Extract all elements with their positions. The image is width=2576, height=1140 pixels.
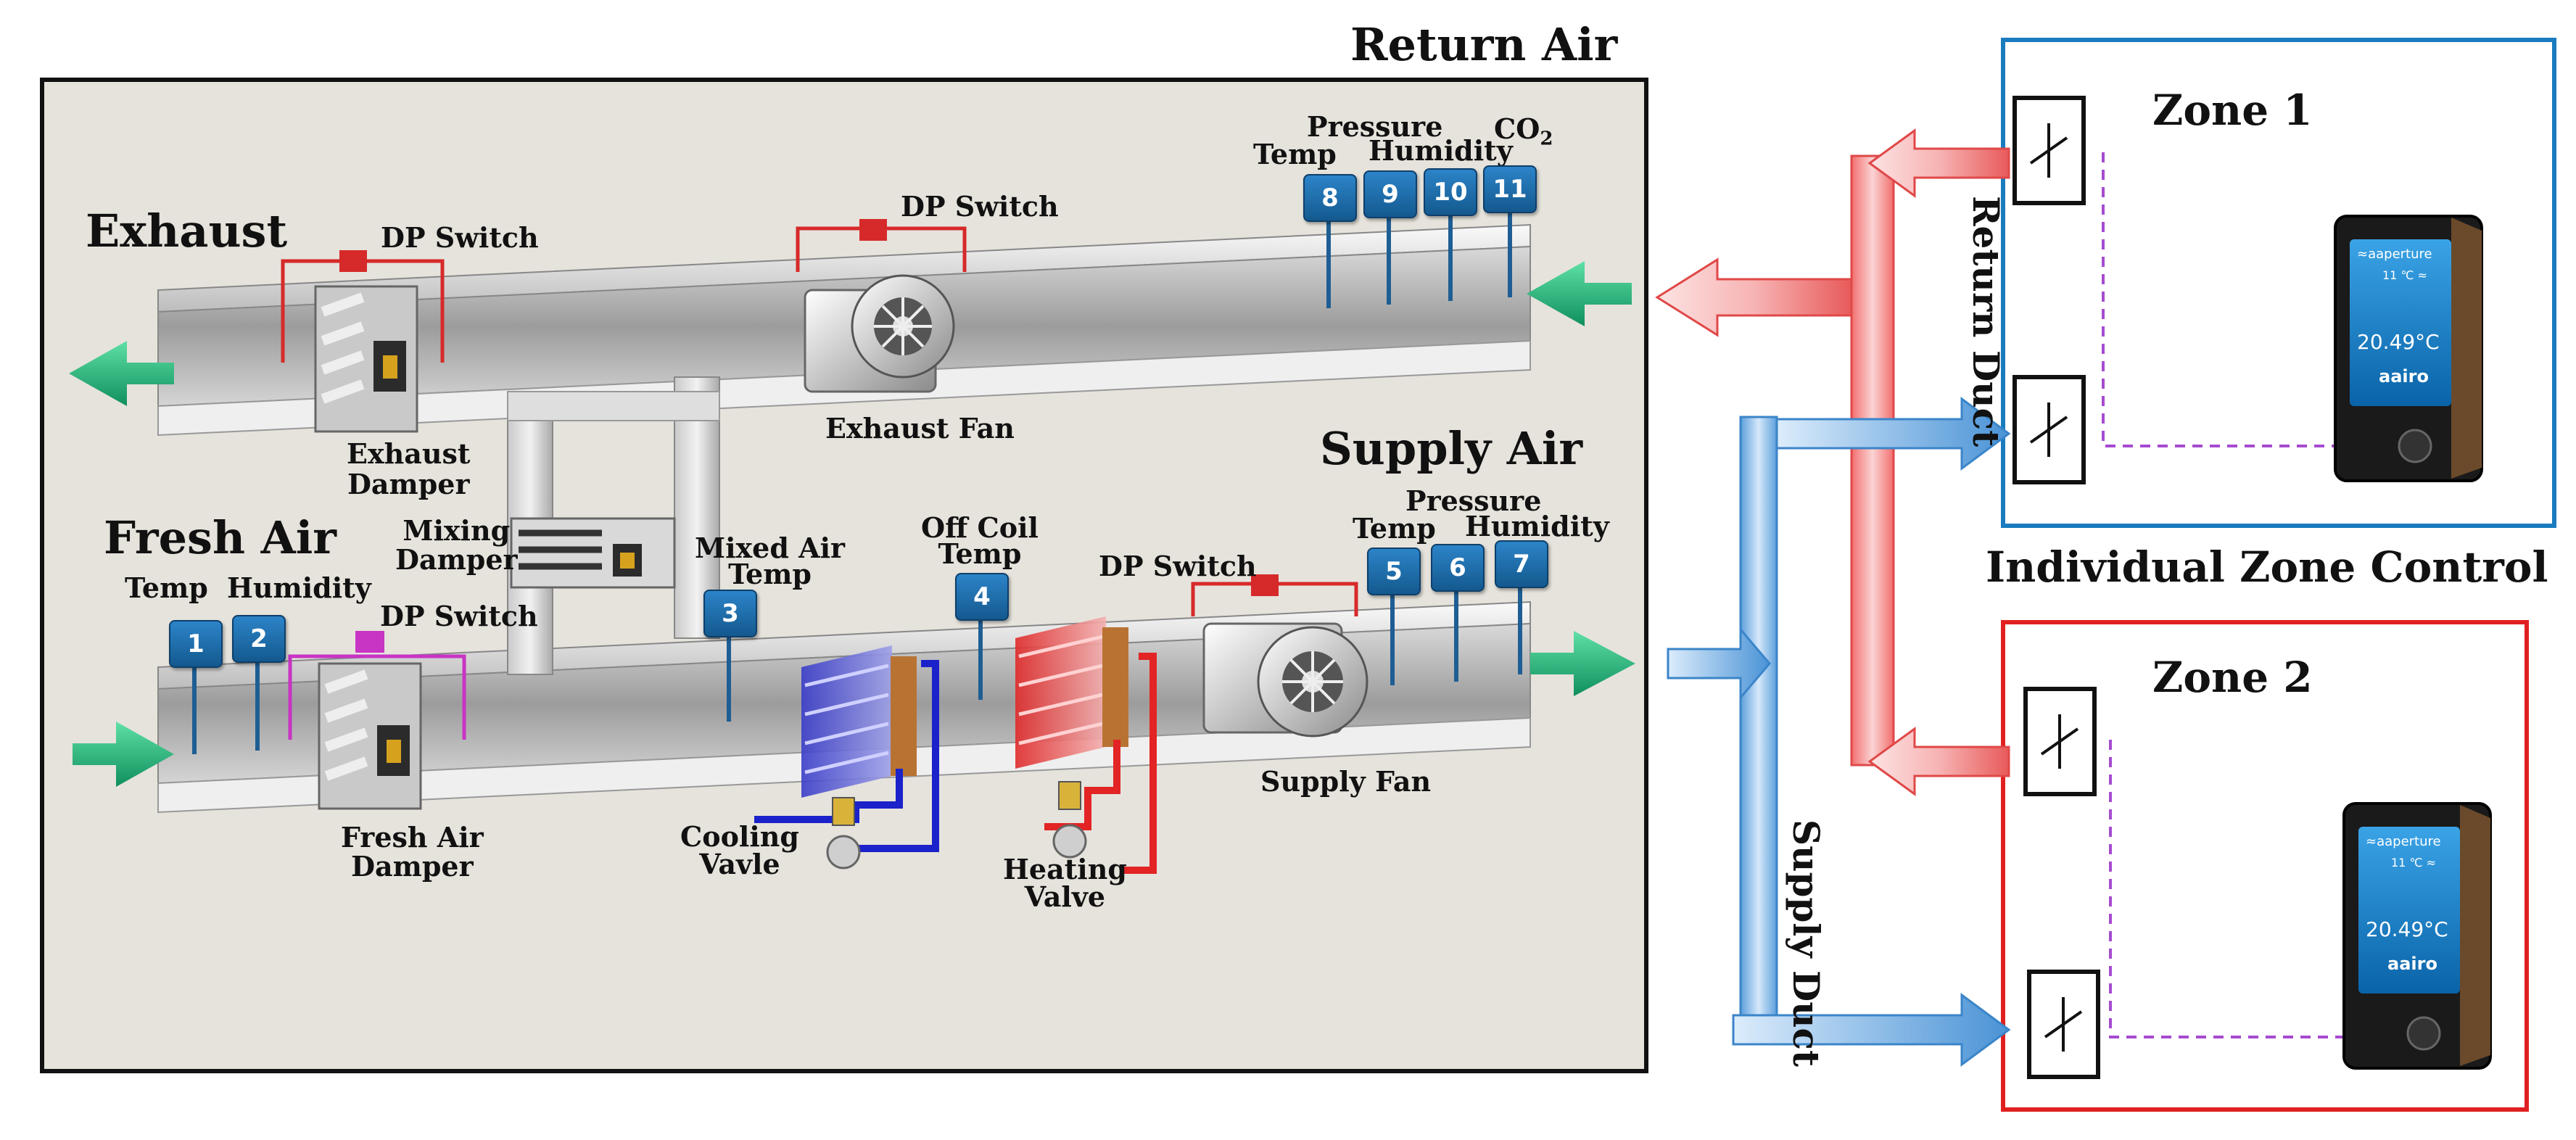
zone-1-thermostat-reading: 20.49°C bbox=[2357, 330, 2440, 354]
sensor-badge-6: 6 bbox=[1431, 544, 1485, 592]
fresh-air-label: Fresh Air bbox=[104, 511, 337, 564]
exhaust-fan bbox=[804, 274, 955, 393]
sensor-badge-9: 9 bbox=[1363, 170, 1417, 218]
zone-2-thermostat-sub: 11 ℃ ≈ bbox=[2391, 856, 2436, 870]
return-temp-label: Temp bbox=[1253, 138, 1337, 170]
return-duct bbox=[1655, 128, 2010, 796]
zone-2-return-damper bbox=[2023, 687, 2097, 796]
cooling-valve bbox=[826, 797, 861, 870]
fresh-air-humidity-label: Humidity bbox=[227, 571, 371, 604]
zone-1-control-wire bbox=[2102, 152, 2361, 447]
sensor-badge-7: 7 bbox=[1495, 540, 1548, 588]
supply-pressure-label: Pressure bbox=[1405, 484, 1542, 517]
exhaust-label: Exhaust bbox=[86, 205, 288, 257]
dp-switch-fresh-air-label: DP Switch bbox=[380, 600, 538, 632]
zone-2-thermostat-brand: aairo bbox=[2387, 954, 2437, 974]
mixing-damper bbox=[510, 517, 676, 589]
supply-fan bbox=[1202, 622, 1368, 738]
supply-duct bbox=[1667, 397, 2011, 1067]
dp-switch-exhaust-damper bbox=[281, 250, 445, 363]
return-humidity-label: Humidity bbox=[1368, 134, 1513, 167]
sensor-badge-4: 4 bbox=[955, 573, 1009, 621]
zone-2-label: Zone 2 bbox=[2152, 653, 2313, 702]
return-inlet-arrow bbox=[1527, 261, 1632, 326]
supply-fan-label: Supply Fan bbox=[1260, 765, 1432, 798]
zone-1-thermostat bbox=[2334, 215, 2483, 482]
zone-1-box bbox=[2001, 38, 2556, 528]
cooling-coil bbox=[754, 645, 939, 852]
zone-2-thermostat bbox=[2342, 802, 2492, 1070]
exhaust-outlet-arrow bbox=[69, 341, 174, 406]
zone-2-control-wire bbox=[2109, 740, 2371, 1038]
return-pressure-label: Pressure bbox=[1307, 110, 1443, 143]
fresh-air-inlet-arrow bbox=[73, 722, 174, 787]
sensor-badge-1: 1 bbox=[169, 620, 223, 668]
zone-2-supply-damper bbox=[2027, 970, 2100, 1079]
return-air-title: Return Air bbox=[1350, 18, 1618, 71]
fresh-air-temp-label: Temp bbox=[125, 571, 208, 604]
exhaust-damper bbox=[314, 285, 418, 433]
supply-outlet-arrow bbox=[1530, 631, 1635, 696]
dp-switch-supply-fan-label: DP Switch bbox=[1099, 550, 1257, 582]
dp-switch-exhaust-fan bbox=[796, 219, 967, 272]
supply-humidity-label: Humidity bbox=[1465, 510, 1609, 542]
supply-air-label: Supply Air bbox=[1320, 422, 1583, 475]
individual-zone-control-label: Individual Zone Control bbox=[1986, 542, 2548, 592]
sensor-badge-11: 11 bbox=[1483, 165, 1537, 213]
exhaust-fan-label: Exhaust Fan bbox=[825, 412, 1015, 445]
zone-1-thermostat-brand: aairo bbox=[2379, 366, 2429, 387]
zone-1-thermostat-header: ≈aaperture bbox=[2357, 247, 2432, 262]
sensor-badge-10: 10 bbox=[1424, 168, 1477, 216]
zone-2-thermostat-header: ≈aaperture bbox=[2366, 834, 2441, 849]
dp-switch-exhaust-damper-label: DP Switch bbox=[381, 221, 539, 254]
zone-2-thermostat-reading: 20.49°C bbox=[2366, 917, 2448, 941]
dp-switch-fresh-air bbox=[288, 631, 466, 740]
heating-valve bbox=[1052, 781, 1087, 859]
return-co2-label: CO2 bbox=[1494, 112, 1553, 150]
sensor-badge-2: 2 bbox=[232, 615, 286, 663]
sensor-badge-5: 5 bbox=[1367, 548, 1421, 595]
dp-switch-exhaust-fan-label: DP Switch bbox=[901, 190, 1059, 223]
heating-coil bbox=[1015, 616, 1157, 874]
supply-temp-label: Temp bbox=[1353, 512, 1436, 545]
fresh-air-damper bbox=[318, 662, 422, 810]
sensor-probes bbox=[192, 207, 1522, 754]
zone-1-thermostat-sub: 11 ℃ ≈ bbox=[2382, 268, 2427, 282]
return-duct-label: Return Duct bbox=[1965, 196, 2007, 447]
dp-switch-supply-fan bbox=[1191, 574, 1358, 616]
zone-1-return-damper bbox=[2012, 96, 2086, 205]
supply-duct-label: Supply Duct bbox=[1785, 819, 1828, 1067]
zone-1-label: Zone 1 bbox=[2152, 86, 2313, 135]
sensor-badge-8: 8 bbox=[1303, 174, 1357, 222]
sensor-badge-3: 3 bbox=[703, 590, 757, 637]
zone-2-box bbox=[2001, 620, 2529, 1112]
zone-1-supply-damper bbox=[2012, 375, 2086, 484]
